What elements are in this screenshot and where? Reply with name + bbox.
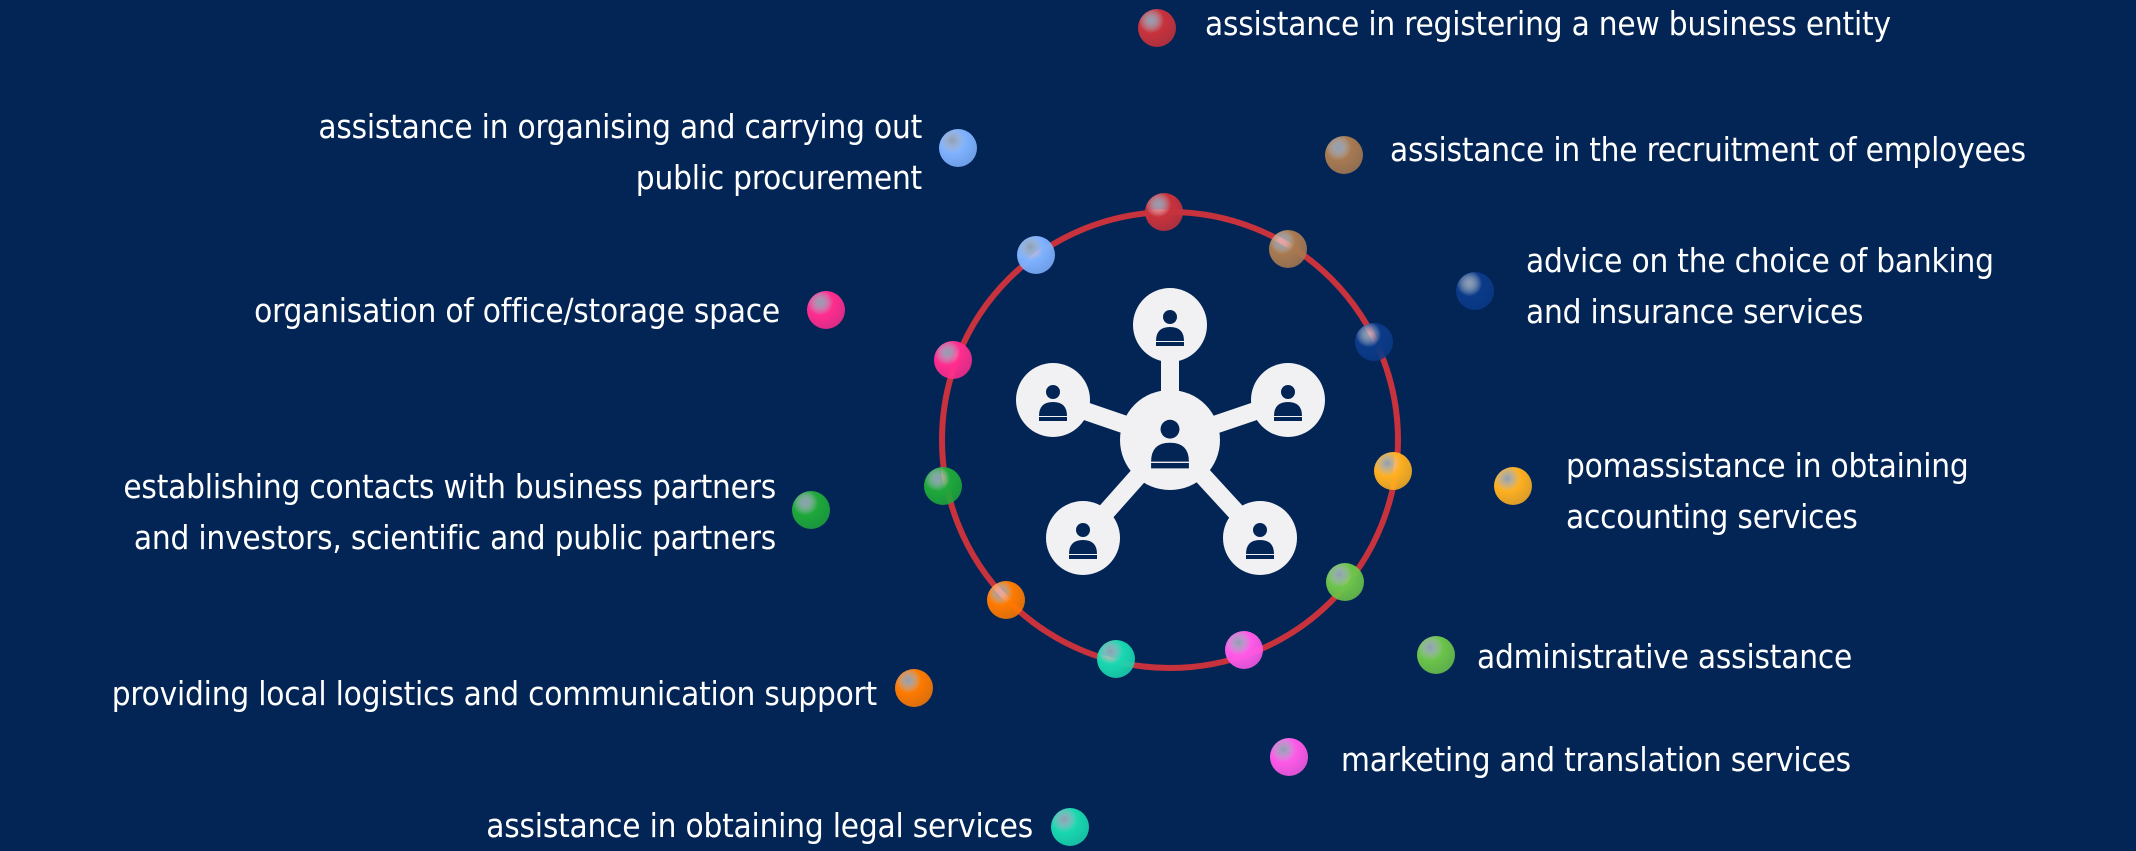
bullet-dot-legal-services [1051, 808, 1089, 846]
ring-dot-recruitment-employees [1269, 230, 1307, 268]
label-public-procurement: assistance in organising and carrying ou… [318, 101, 922, 203]
label-registering-business-entity: assistance in registering a new business… [1205, 0, 1891, 49]
label-line: and insurance services [1526, 292, 1864, 331]
person-top-icon [1133, 288, 1207, 362]
label-line: advice on the choice of banking [1526, 241, 1994, 280]
person-bottom-right-icon [1223, 501, 1297, 575]
label-line: pomassistance in obtaining [1566, 446, 1969, 485]
label-line: marketing and translation services [1341, 740, 1851, 779]
label-marketing-translation: marketing and translation services [1341, 734, 1851, 785]
ring-dot-logistics-communication [987, 581, 1025, 619]
ring-dot-business-partners [924, 467, 962, 505]
label-line: assistance in organising and carrying ou… [318, 107, 922, 146]
ring-dot-banking-insurance [1355, 323, 1393, 361]
label-business-partners: establishing contacts with business part… [123, 461, 776, 563]
label-banking-insurance: advice on the choice of banking and insur… [1526, 235, 1994, 337]
label-line: establishing contacts with business part… [123, 467, 776, 506]
bullet-dot-public-procurement [939, 129, 977, 167]
bullet-dot-logistics-communication [895, 669, 933, 707]
ring-dot-legal-services [1097, 640, 1135, 678]
bullet-dot-recruitment-employees [1325, 136, 1363, 174]
ring-dot-office-storage-space [934, 341, 972, 379]
person-center-icon [1120, 390, 1220, 490]
label-line: administrative assistance [1477, 637, 1853, 676]
label-line: assistance in obtaining legal services [486, 806, 1033, 845]
bullet-dot-accounting-services [1494, 467, 1532, 505]
ring-dot-accounting-services [1374, 452, 1412, 490]
bullet-dot-administrative-assistance [1417, 636, 1455, 674]
bullet-dot-marketing-translation [1270, 738, 1308, 776]
ring-dot-public-procurement [1017, 236, 1055, 274]
ring-dot-registering-business-entity [1145, 193, 1183, 231]
person-bottom-left-icon [1046, 501, 1120, 575]
person-left-icon [1016, 363, 1090, 437]
bullet-dot-business-partners [792, 491, 830, 529]
ring-dot-marketing-translation [1225, 631, 1263, 669]
label-accounting-services: pomassistance in obtaining accounting ser… [1566, 440, 1969, 542]
label-line: accounting services [1566, 497, 1858, 536]
bullet-dot-registering-business-entity [1138, 9, 1176, 47]
label-administrative-assistance: administrative assistance [1477, 631, 1852, 682]
label-line: assistance in registering a new business… [1205, 4, 1891, 43]
label-line: providing local logistics and communicat… [111, 674, 877, 713]
label-legal-services: assistance in obtaining legal services [486, 800, 1033, 851]
label-office-storage-space: organisation of office/storage space [254, 285, 780, 336]
label-line: public procurement [635, 158, 922, 197]
label-line: and investors, scientific and public par… [133, 518, 776, 557]
label-line: assistance in the recruitment of employe… [1390, 130, 2026, 169]
ring-dot-administrative-assistance [1326, 563, 1364, 601]
label-logistics-communication: providing local logistics and communicat… [112, 668, 877, 719]
person-right-icon [1251, 363, 1325, 437]
label-recruitment-employees: assistance in the recruitment of employe… [1390, 124, 2026, 175]
label-line: organisation of office/storage space [254, 291, 780, 330]
bullet-dot-office-storage-space [807, 291, 845, 329]
bullet-dot-banking-insurance [1456, 272, 1494, 310]
